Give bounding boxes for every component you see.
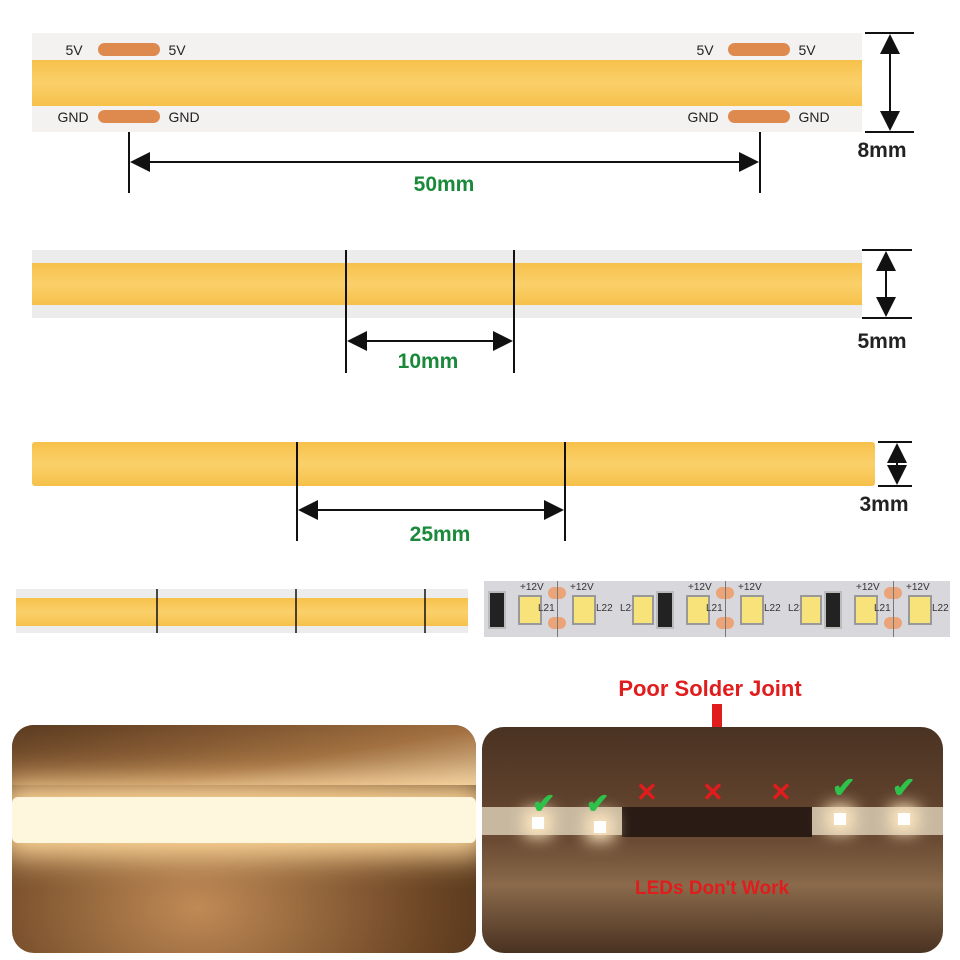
pad-label: 5V [168,42,186,58]
voltage-label: +12V [570,582,594,593]
led-label: L22 [932,603,949,614]
strip-thin [16,589,468,633]
cob-light-band [16,598,468,626]
resistor [488,591,506,629]
cut-line [725,581,726,637]
width-label: 3mm [859,493,909,516]
pad-label: 5V [798,42,816,58]
led-label: L23 [620,603,637,614]
cob-strip-lit-photo [12,725,476,953]
led-chip [572,595,596,625]
pad-label: GND [798,109,830,125]
cross-icon: ✕ [702,777,724,807]
cut-line [557,581,558,637]
check-icon: ✔ [832,772,856,803]
led-chip [740,595,764,625]
voltage-label: +12V [738,582,762,593]
callout-caption: LEDs Don't Work [634,878,790,899]
cut-length-label: 10mm [397,350,459,373]
voltage-label: +12V [906,582,930,593]
strip-8mm [32,33,862,132]
check-icon: ✔ [532,788,556,819]
width-label: 5mm [857,330,907,353]
check-icon: ✔ [586,788,610,819]
pad-label: 5V [65,42,83,58]
led-chip [854,595,878,625]
led-label: L21 [706,603,723,614]
cross-icon: ✕ [770,777,792,807]
voltage-label: +12V [520,582,544,593]
smd-pcb-strip: +12V L21 +12V L22 L23 +12V L21 +12V L22 … [484,581,950,637]
solder-pad [728,110,790,123]
cut-length-label: 25mm [409,523,471,546]
voltage-label: +12V [688,582,712,593]
cob-light-band [32,263,862,305]
led-label: L22 [596,603,613,614]
width-label: 8mm [857,139,907,162]
pad-label: GND [687,109,719,125]
solder-pad [98,43,160,56]
pad-label: GND [57,109,89,125]
pad-label: 5V [696,42,714,58]
strip-3mm [32,442,875,486]
led-chip [908,595,932,625]
voltage-label: +12V [856,582,880,593]
led-label: L21 [874,603,891,614]
resistor [656,591,674,629]
led-label: L22 [764,603,781,614]
faulty-strip-photo: ✔ ✔ ✕ ✕ ✕ ✔ ✔ LEDs Don't Work [482,727,943,953]
cut-line [893,581,894,637]
pad-label: GND [168,109,200,125]
led-chip [632,595,654,625]
check-icon: ✔ [892,772,916,803]
led-label: L23 [788,603,805,614]
led-chip [686,595,710,625]
callout-title: Poor Solder Joint [618,676,802,701]
cross-icon: ✕ [636,777,658,807]
cob-light-band [32,60,862,106]
led-chip [800,595,822,625]
led-chip [518,595,542,625]
solder-pad [728,43,790,56]
led-label: L21 [538,603,555,614]
solder-pad [98,110,160,123]
resistor [824,591,842,629]
cut-length-label: 50mm [413,173,475,196]
strip-5mm [32,250,862,318]
